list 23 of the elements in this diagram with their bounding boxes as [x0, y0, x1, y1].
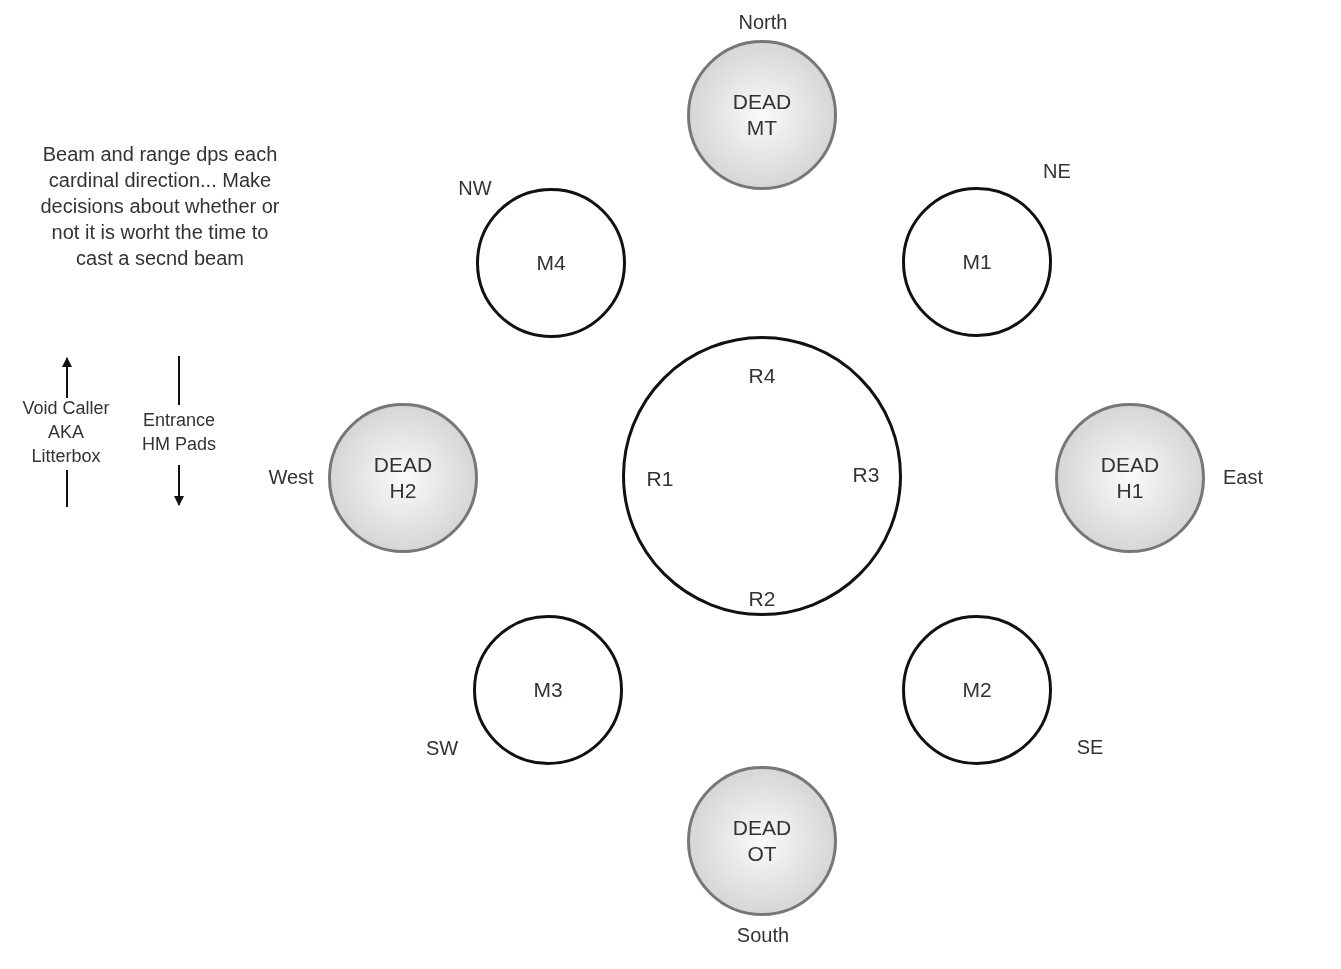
direction-label: North: [738, 10, 788, 34]
node-label: M4: [535, 250, 567, 276]
node-label: DEAD MT: [731, 89, 793, 141]
node-label: M3: [532, 677, 564, 703]
node-label: R3: [852, 462, 880, 488]
direction-label: NE: [1043, 159, 1071, 183]
node-label: DEAD OT: [731, 815, 793, 867]
note-text: Beam and range dps each cardinal direction... Make decisions about whether or not it is worht the time to cast a secnd beam: [40, 142, 280, 271]
node-label: DEAD H2: [372, 452, 434, 504]
node-label: M2: [961, 677, 993, 703]
direction-label: SW: [425, 736, 459, 760]
direction-label: NW: [458, 176, 492, 200]
direction-caption: Void Caller AKA Litterbox: [21, 397, 111, 468]
direction-label: East: [1223, 465, 1263, 489]
node-label: M1: [961, 249, 993, 275]
direction-label: West: [268, 465, 314, 489]
node-label: R4: [748, 363, 776, 389]
direction-label: South: [736, 923, 790, 947]
node-label: R2: [748, 586, 776, 612]
direction-label: SE: [1076, 735, 1104, 759]
node-label: DEAD H1: [1099, 452, 1161, 504]
direction-caption: Entrance HM Pads: [141, 409, 217, 456]
node-label: R1: [646, 466, 674, 492]
